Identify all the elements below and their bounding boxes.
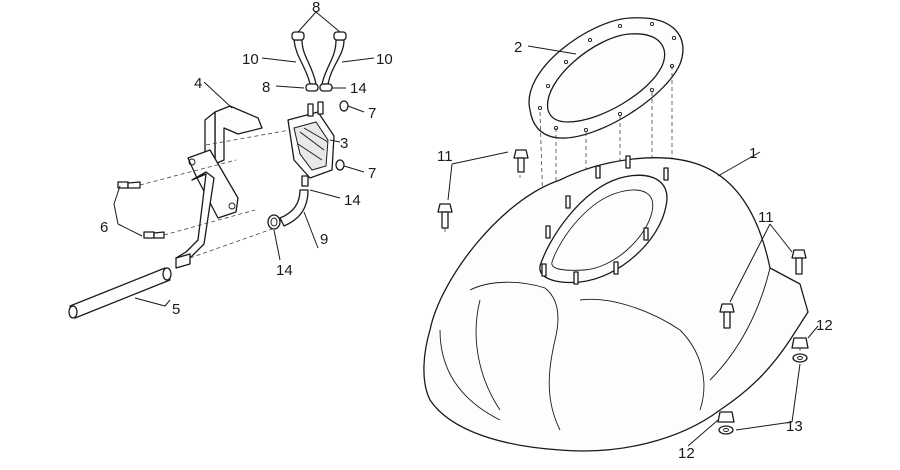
callout-11-left: 11 (437, 148, 453, 165)
callout-13: 13 (786, 418, 803, 435)
callout-10-left: 10 (242, 51, 259, 68)
callout-4: 4 (194, 75, 202, 92)
part-6-screws (117, 181, 165, 239)
callout-6: 6 (100, 219, 108, 236)
part-7-nuts (335, 100, 349, 171)
part-11-bolts (437, 149, 807, 329)
part-10-hoses (291, 31, 347, 92)
callout-labels: 1 2 3 4 5 6 7 7 8 8 9 10 10 11 11 12 12 … (100, 0, 833, 462)
callout-1: 1 (749, 145, 757, 162)
callout-12-lower: 12 (678, 445, 695, 462)
callout-5: 5 (172, 301, 180, 318)
callout-8-upper: 8 (312, 0, 320, 16)
callout-3: 3 (340, 135, 348, 152)
callout-7-lower: 7 (368, 165, 376, 182)
part-12-nuts (717, 337, 809, 423)
part-5-rod (68, 267, 172, 319)
callout-14-middle: 14 (344, 192, 361, 209)
callout-7-upper: 7 (368, 105, 376, 122)
callout-11-right: 11 (758, 209, 774, 226)
callout-9: 9 (320, 231, 328, 248)
callout-14-lower: 14 (276, 262, 293, 279)
part-9-hose (279, 189, 309, 227)
part-1-cover (423, 155, 809, 452)
part-4-bracket (175, 105, 263, 269)
callout-8-lower: 8 (262, 79, 270, 96)
callout-12-upper: 12 (816, 317, 833, 334)
callout-14-upper: 14 (350, 80, 367, 97)
callout-10-right: 10 (376, 51, 393, 68)
part-14-clip (267, 214, 281, 230)
part-2-gasket (528, 17, 684, 139)
part-13-washers (718, 353, 808, 435)
leader-lines (113, 11, 819, 447)
callout-2: 2 (514, 39, 522, 56)
part-3-filter (287, 101, 335, 187)
